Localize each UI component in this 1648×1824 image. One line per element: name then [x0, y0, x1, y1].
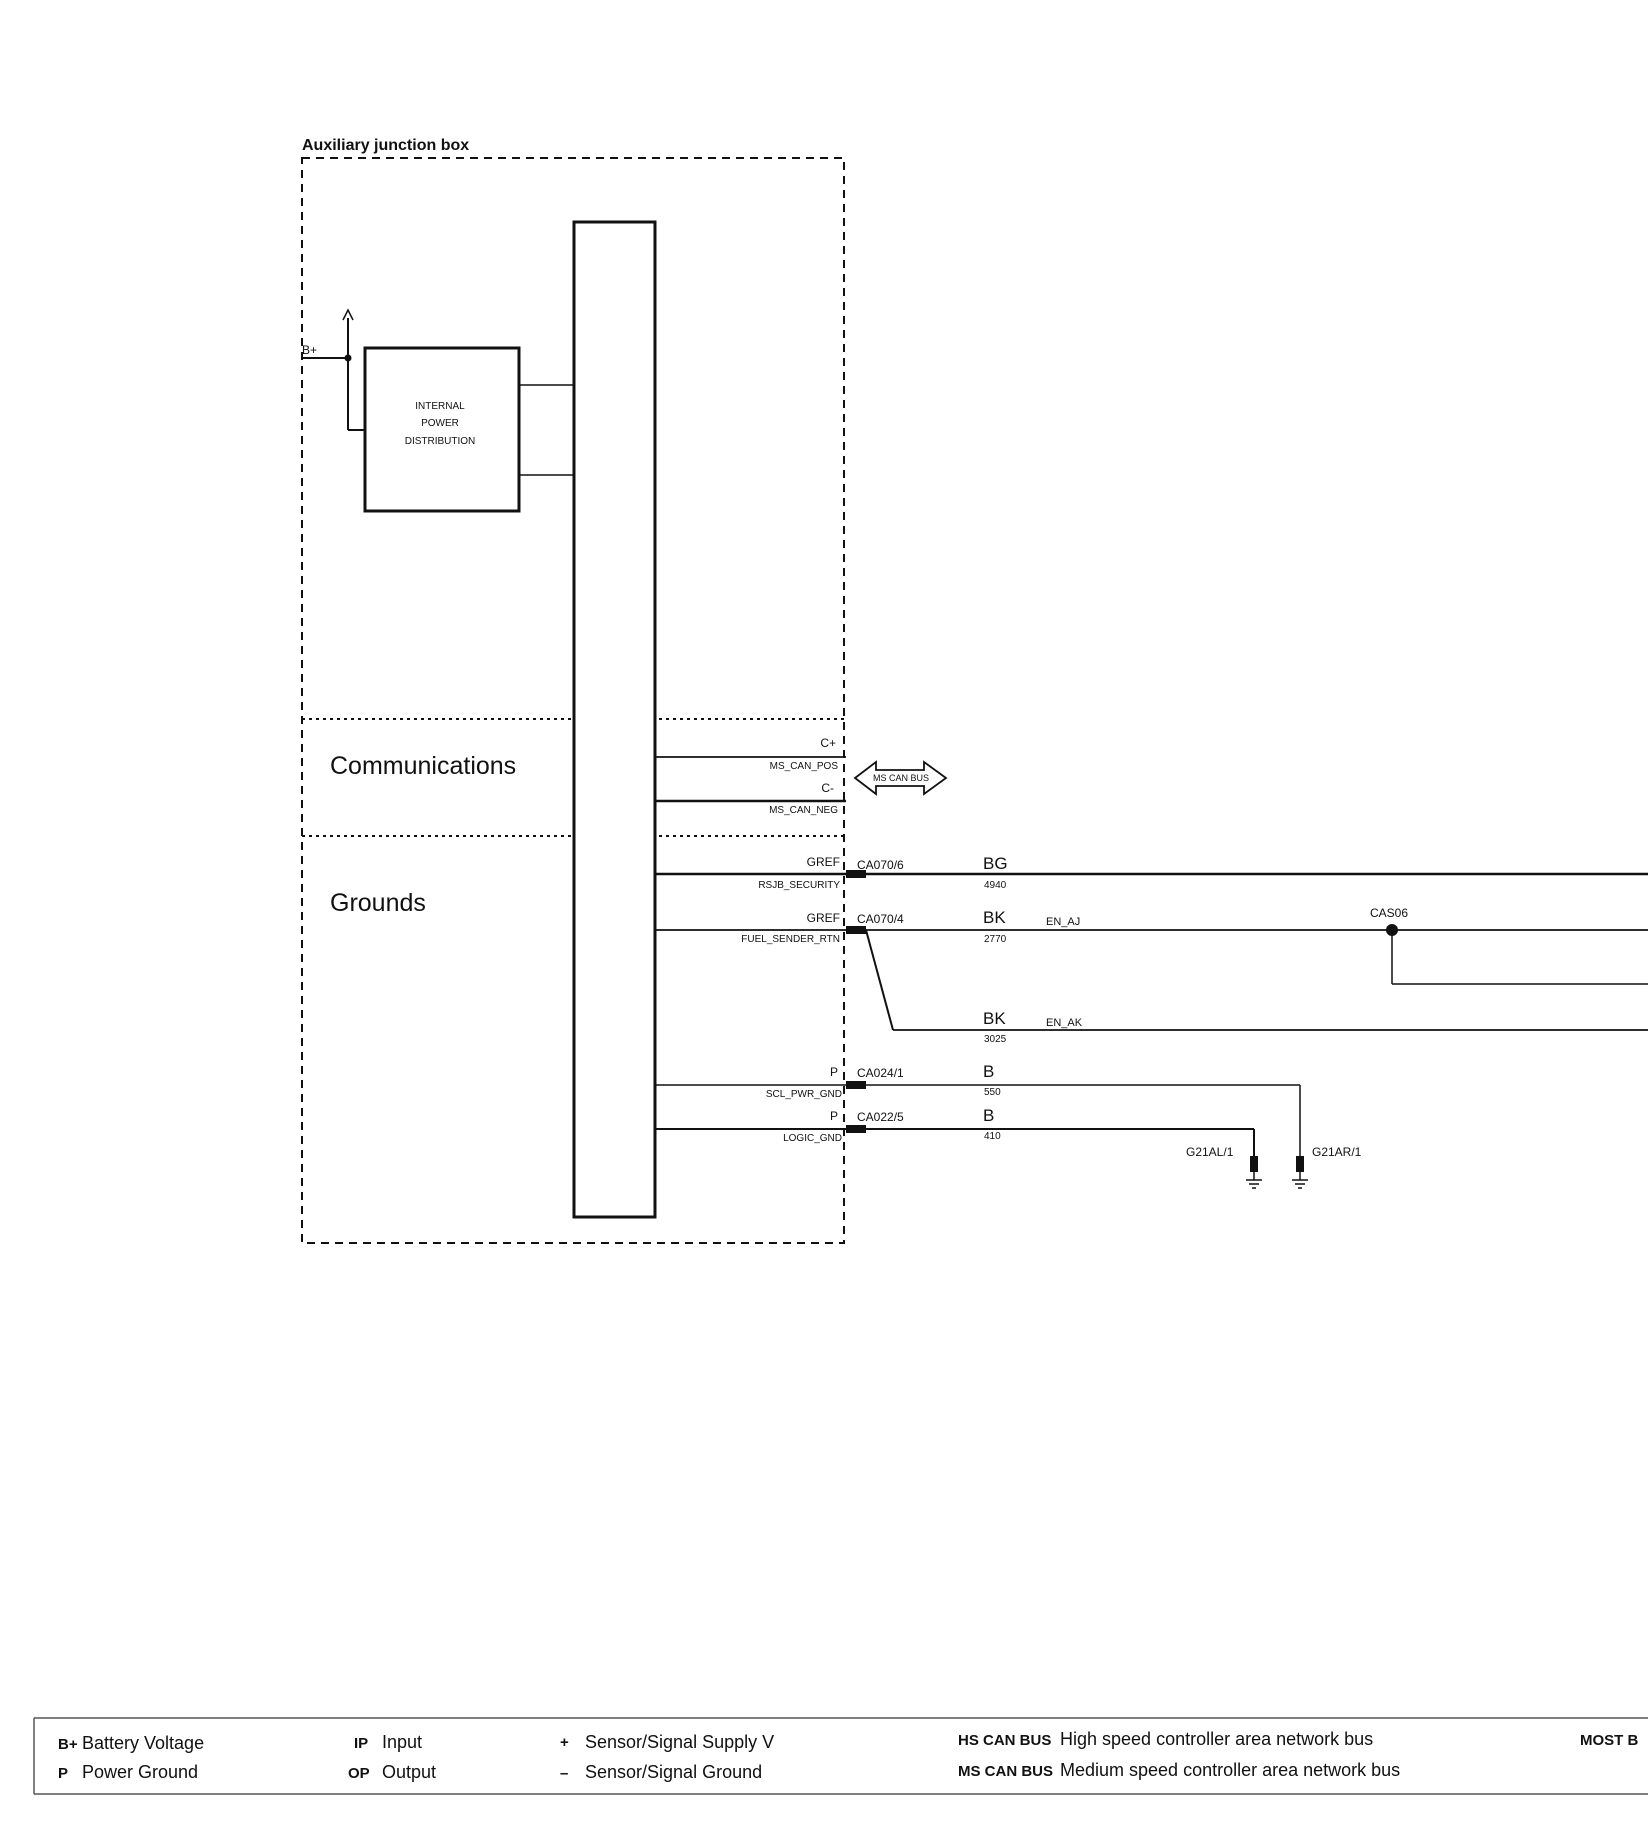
- circuit-pin-type: P: [830, 1065, 838, 1079]
- circuit-connector: CA024/1: [857, 1066, 904, 1080]
- internal-block-line-2: POWER: [421, 418, 459, 429]
- circuit-color: B: [983, 1062, 994, 1081]
- circuit-color: BK: [983, 908, 1006, 927]
- internal-block-line-1: INTERNAL: [415, 401, 465, 412]
- legend-key: B+: [58, 1736, 78, 1753]
- connector-pin: [846, 1125, 866, 1133]
- legend-key: –: [560, 1765, 568, 1782]
- can-pos-signal: MS_CAN_POS: [770, 761, 839, 772]
- legend-key: HS CAN BUS: [958, 1732, 1051, 1749]
- battery-feed-junction: [344, 354, 352, 362]
- supply-arrow-icon: [342, 308, 354, 321]
- ground-left-icon: [1246, 1156, 1262, 1189]
- can-pos-pin: C+: [820, 736, 836, 750]
- legend-text: Output: [382, 1762, 436, 1782]
- section-grounds: Grounds: [330, 889, 426, 917]
- legend-key: OP: [348, 1765, 370, 1782]
- circuit-color: B: [983, 1106, 994, 1125]
- circuit-pin-type: GREF: [807, 855, 840, 869]
- legend-text: Battery Voltage: [82, 1733, 204, 1753]
- ground-left-label: G21AL/1: [1186, 1145, 1234, 1159]
- can-neg-pin: C-: [821, 781, 834, 795]
- connector-pin: [846, 870, 866, 878]
- legend-key: +: [560, 1734, 569, 1751]
- section-communications: Communications: [330, 752, 516, 780]
- circuit-connector: CA070/6: [857, 858, 904, 872]
- legend-text: Input: [382, 1732, 422, 1752]
- legend-text: High speed controller area network bus: [1060, 1729, 1373, 1749]
- legend-text: Sensor/Signal Ground: [585, 1762, 762, 1782]
- circuit-signal: FUEL_SENDER_RTN: [741, 934, 840, 945]
- connector-pin: [846, 926, 866, 934]
- circuit-number: 4940: [984, 880, 1007, 891]
- module-title: Auxiliary junction box: [302, 137, 469, 154]
- legend-key: MOST B: [1580, 1732, 1638, 1749]
- battery-supply-label: B+: [302, 343, 317, 357]
- circuit-3025-branch: [865, 929, 894, 1031]
- legend-text: Medium speed controller area network bus: [1060, 1760, 1400, 1780]
- circuit-pin-type: P: [830, 1109, 838, 1123]
- circuit-number: 410: [984, 1131, 1001, 1142]
- internal-power-distribution-block: [363, 346, 521, 513]
- legend: B+ Battery Voltage P Power Ground IP Inp…: [33, 1717, 1648, 1795]
- legend-key: MS CAN BUS: [958, 1763, 1053, 1780]
- ms-can-bus-arrow-icon: [853, 760, 948, 796]
- circuit-number: 2770: [984, 934, 1007, 945]
- circuit-number: 550: [984, 1087, 1001, 1098]
- circuit-connector: CA022/5: [857, 1110, 904, 1124]
- legend-text: Power Ground: [82, 1762, 198, 1782]
- legend-key: P: [58, 1765, 68, 1782]
- circuit-signal: SCL_PWR_GND: [766, 1089, 842, 1100]
- circuit-signal: RSJB_SECURITY: [758, 880, 840, 891]
- module-outline: [301, 157, 845, 1244]
- legend-key: IP: [354, 1735, 368, 1752]
- circuit-net: EN_AJ: [1046, 916, 1080, 928]
- circuit-net: EN_AK: [1046, 1017, 1083, 1029]
- circuit-connector: CA070/4: [857, 912, 904, 926]
- circuit-pin-type: GREF: [807, 911, 840, 925]
- ground-right-label: G21AR/1: [1312, 1145, 1362, 1159]
- connector-pin: [846, 1081, 866, 1089]
- module-bus-bar: [572, 220, 657, 1219]
- can-neg-signal: MS_CAN_NEG: [769, 805, 838, 816]
- ground-right-icon: [1292, 1156, 1308, 1189]
- splice-label: CAS06: [1370, 906, 1408, 920]
- circuit-signal: LOGIC_GND: [783, 1133, 842, 1144]
- ms-can-bus-label: MS CAN BUS: [873, 773, 929, 783]
- circuit-number: 3025: [984, 1034, 1007, 1045]
- circuit-color: BG: [983, 854, 1008, 873]
- internal-block-line-3: DISTRIBUTION: [405, 436, 476, 447]
- legend-text: Sensor/Signal Supply V: [585, 1732, 774, 1752]
- circuit-color: BK: [983, 1009, 1006, 1028]
